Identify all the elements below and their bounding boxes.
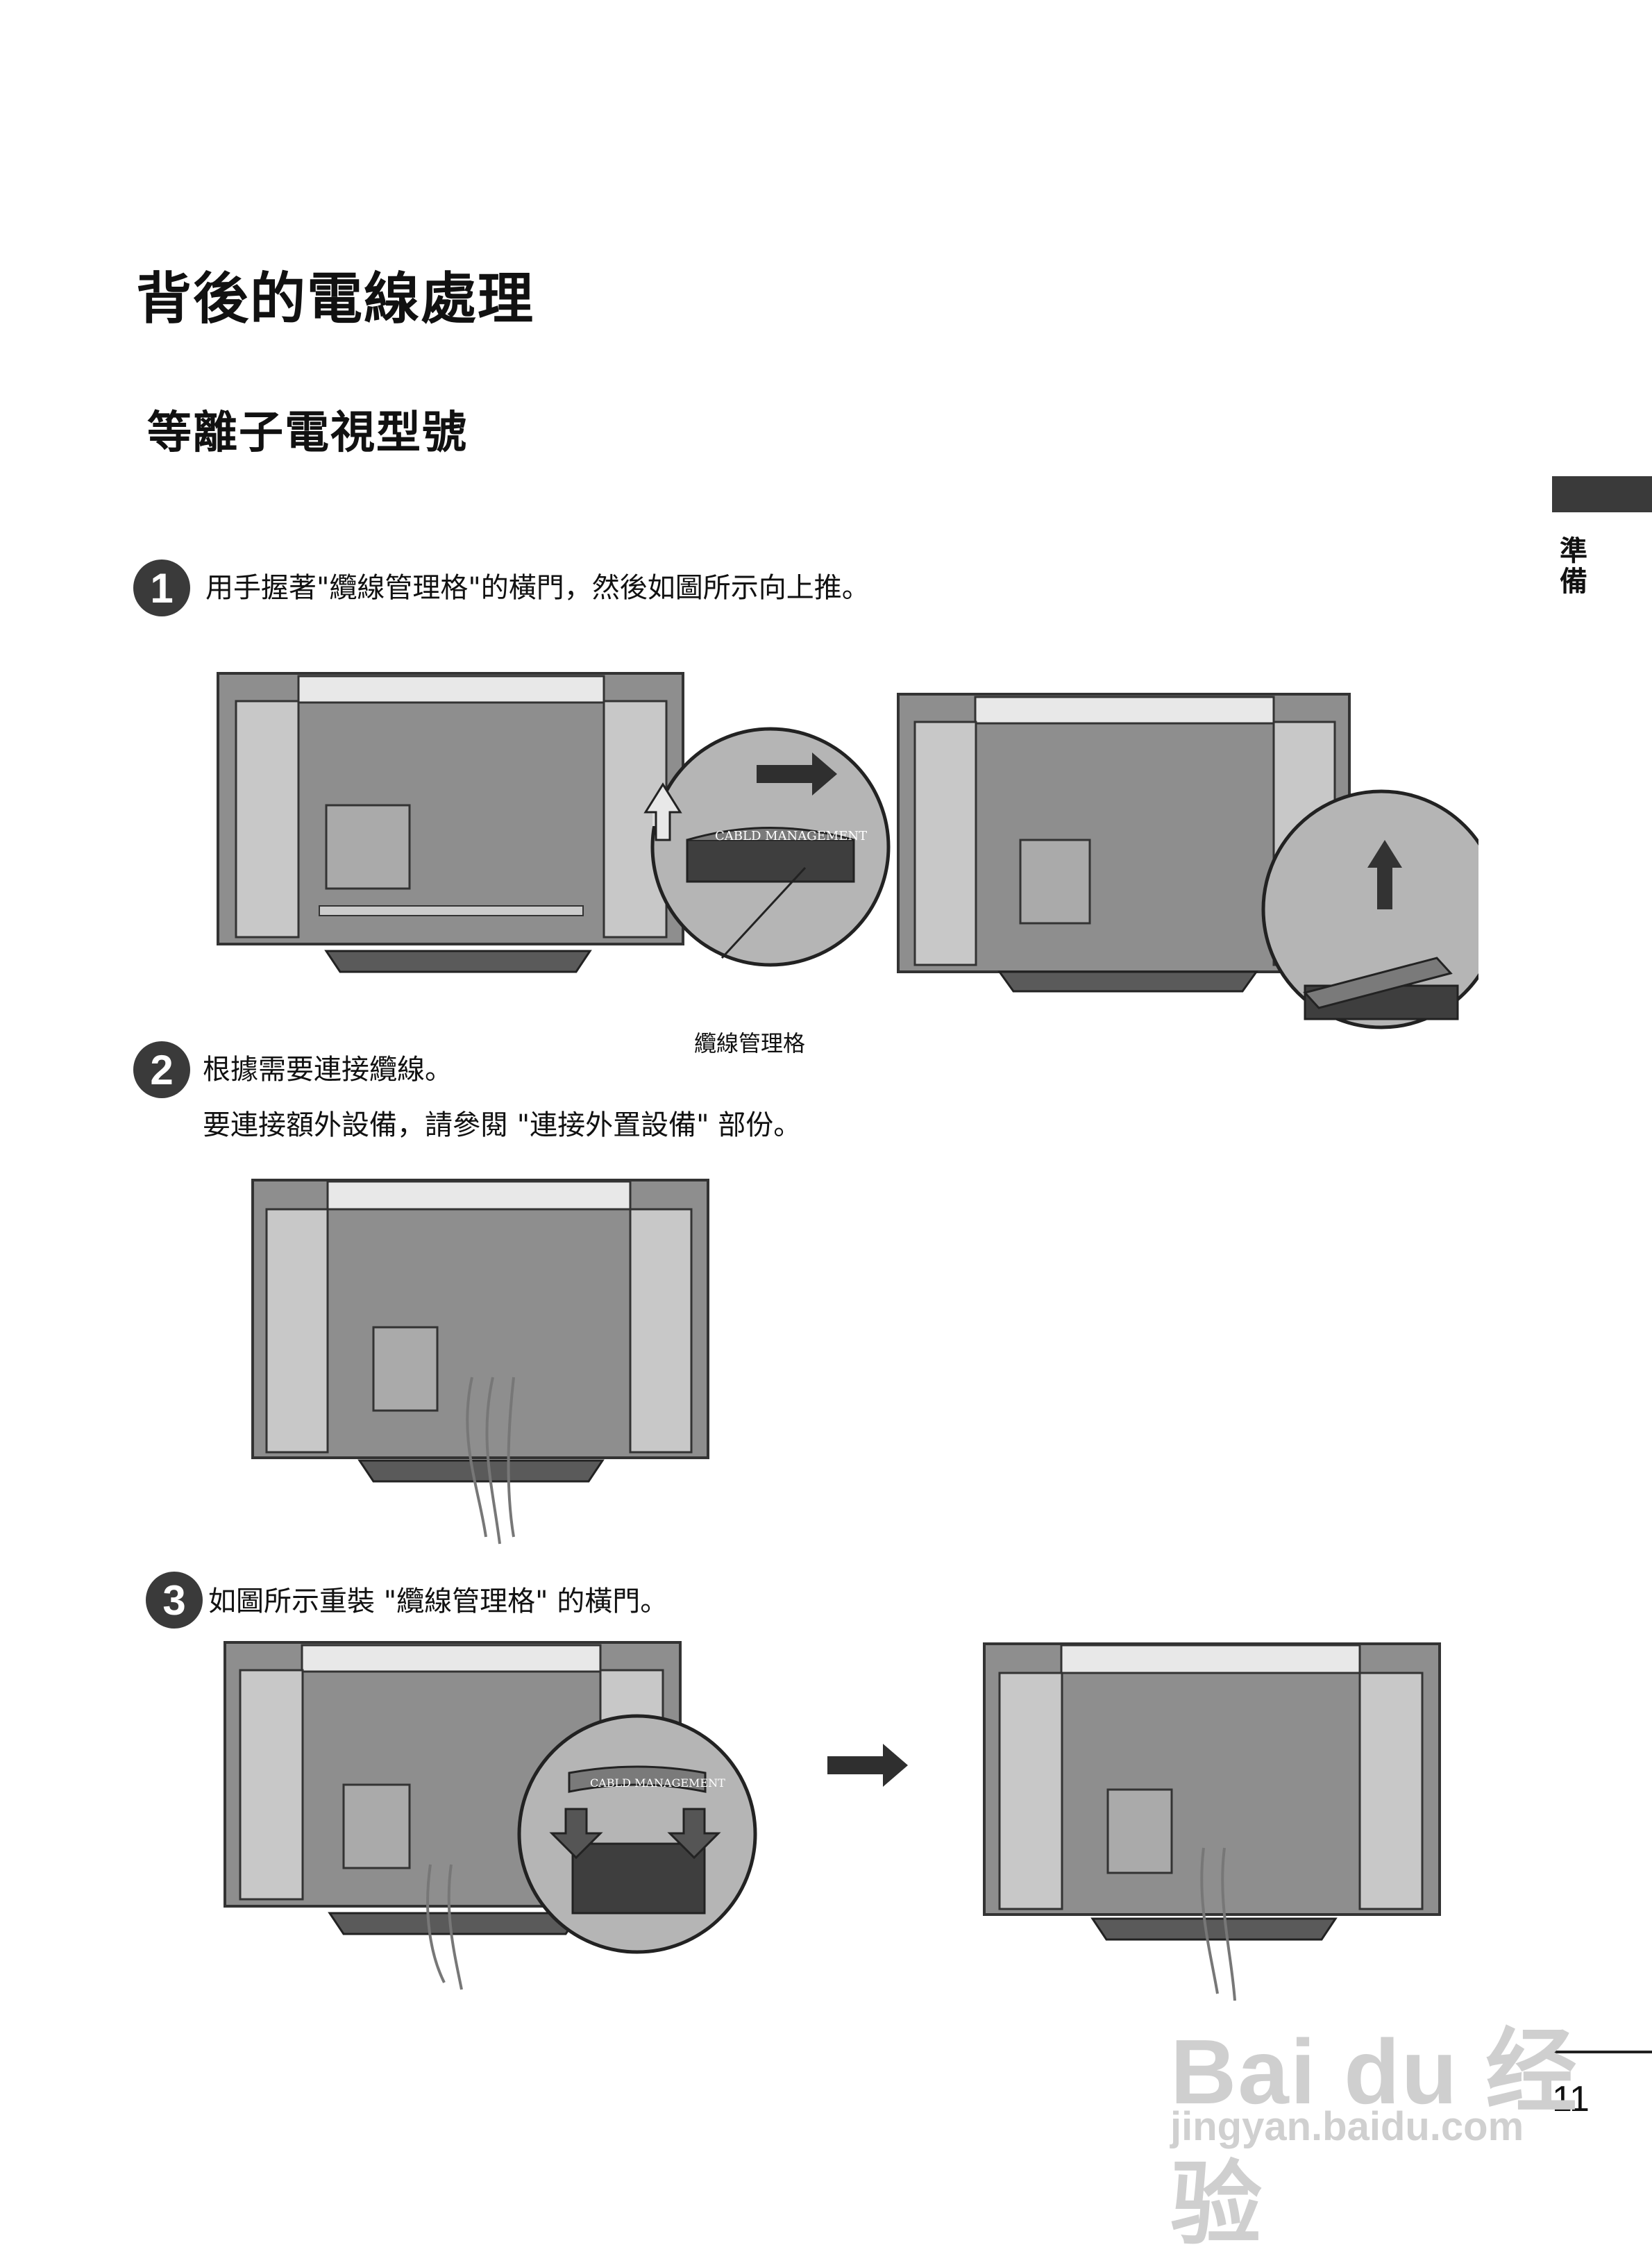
watermark-url: jingyan.baidu.com [1170,2104,1524,2149]
cover-text-1a: CABLD MANAGEMENT [715,829,867,843]
page-title: 背後的電線處理 [136,267,534,331]
side-tab-label: 準備 [1555,536,1587,597]
tv-back-illustration-1a: CABLD MANAGEMENT [217,672,891,973]
page-number-rule [1542,2051,1652,2053]
tv-back-illustration-3b [983,1642,1441,2001]
watermark-logo: Bai du 经验 [1170,2021,1579,2255]
page-number: 11 [1552,2079,1590,2119]
side-tab-bar [1552,476,1652,512]
step-3-text: 如圖所示重裝 "纜線管理格" 的橫門。 [208,1585,668,1617]
cover-text-3a: CABLD MANAGEMENT [590,1776,725,1790]
step-3-number: 3 [146,1572,203,1629]
tv-back-illustration-2 [251,1179,709,1545]
step-2-number: 2 [133,1041,190,1098]
callout-label: 纜線管理格 [694,1030,806,1057]
section-subtitle: 等離子電視型號 [147,407,468,459]
tv-back-illustration-1b [897,693,1478,1029]
step-2-note: 要連接額外設備，請參閱 "連接外置設備" 部份。 [203,1109,802,1141]
step-1-number: 1 [133,560,190,616]
step-2-text: 根據需要連接纜線。 [203,1054,453,1086]
step-1-text: 用手握著"纜線管理格"的橫門，然後如圖所示向上推。 [205,572,870,604]
right-arrow-icon-1 [757,752,837,796]
right-arrow-icon-3 [827,1744,908,1787]
tv-back-illustration-3a: CABLD MANAGEMENT [224,1641,757,1990]
